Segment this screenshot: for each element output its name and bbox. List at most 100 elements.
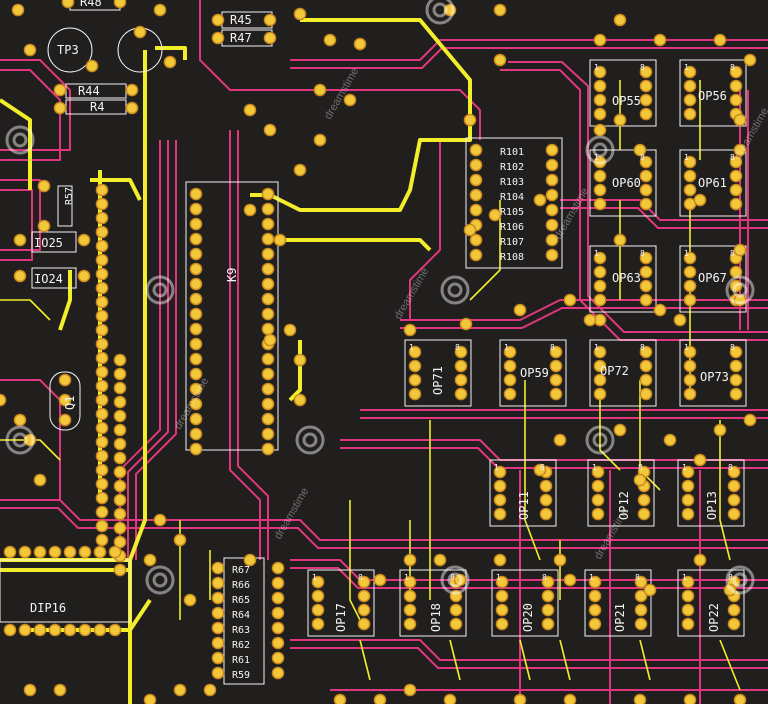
label-r61: R61 [232, 655, 250, 666]
solder-pad [681, 575, 695, 589]
ic-outline [489, 459, 557, 527]
solder-pad [95, 323, 109, 337]
solder-pad [449, 603, 463, 617]
solder-pad [729, 155, 743, 169]
solder-pad [408, 387, 422, 401]
watermark-logo-icon [5, 125, 35, 155]
solder-pad [37, 219, 51, 233]
watermark-ring-inner [447, 282, 463, 298]
solder-pad [639, 387, 653, 401]
watermark-ring [725, 565, 755, 595]
resistor-outline [57, 185, 73, 227]
label-r45: R45 [230, 13, 252, 27]
thin-trace [599, 400, 621, 471]
thin-trace [469, 200, 501, 301]
solder-pad [0, 393, 7, 407]
solder-pad [293, 353, 307, 367]
solder-pad [113, 0, 127, 9]
solder-pad [633, 473, 647, 487]
solder-pad [681, 589, 695, 603]
pin-number: 8 [730, 153, 735, 162]
solder-pad [727, 617, 741, 631]
magenta-trace [400, 299, 768, 321]
ic-outline [679, 59, 747, 127]
solder-pad [93, 623, 107, 637]
label-op22: OP22 [707, 603, 721, 632]
solder-pad [261, 217, 275, 231]
solder-pad [189, 367, 203, 381]
solder-pad [23, 433, 37, 447]
solder-pad [261, 412, 275, 426]
solder-pad [683, 373, 697, 387]
solder-pad [593, 373, 607, 387]
solder-pad [33, 623, 47, 637]
solder-pad [593, 265, 607, 279]
watermark-ring [440, 275, 470, 305]
watermark-ring-inner [302, 432, 318, 448]
solder-pad [593, 279, 607, 293]
solder-pad [495, 575, 509, 589]
pin-number: 1 [589, 573, 594, 582]
solder-pad [311, 603, 325, 617]
solder-pad [85, 59, 99, 73]
solder-pad [683, 265, 697, 279]
solder-pad [495, 617, 509, 631]
solder-pad [454, 373, 468, 387]
solder-pad [488, 208, 502, 222]
thin-trace [0, 439, 61, 461]
solder-pad [3, 545, 17, 559]
solder-pad [463, 113, 477, 127]
solder-pad [95, 267, 109, 281]
solder-pad [733, 693, 747, 704]
solder-pad [271, 621, 285, 635]
solder-pad [683, 65, 697, 79]
solder-pad [323, 33, 337, 47]
solder-pad [211, 651, 225, 665]
thin-trace [359, 639, 371, 681]
solder-pad [639, 169, 653, 183]
yellow-trace [90, 178, 142, 201]
solder-pad [189, 202, 203, 216]
solder-pad [729, 387, 743, 401]
solder-pad [18, 545, 32, 559]
solder-pad [639, 293, 653, 307]
solder-pad [549, 345, 563, 359]
solder-pad [588, 575, 602, 589]
solder-pad [211, 591, 225, 605]
watermark-ring [425, 0, 455, 25]
watermark-ring-inner [432, 2, 448, 18]
label-op67: OP67 [698, 271, 727, 285]
solder-pad [493, 507, 507, 521]
solder-pad [593, 169, 607, 183]
solder-pad [545, 188, 559, 202]
solder-pad [683, 279, 697, 293]
magenta-trace [409, 140, 441, 320]
solder-pad [243, 103, 257, 117]
solder-pad [729, 359, 743, 373]
solder-pad [469, 143, 483, 157]
yellow-trace [128, 50, 147, 704]
solder-pad [261, 397, 275, 411]
solder-pad [403, 323, 417, 337]
pin-number: 8 [635, 573, 640, 582]
solder-pad [77, 269, 91, 283]
watermark-ring-inner [12, 432, 28, 448]
watermark-ring-inner [152, 572, 168, 588]
solder-pad [727, 507, 741, 521]
ic-outline [679, 339, 747, 407]
solder-pad [211, 576, 225, 590]
ic-outline [589, 245, 657, 313]
solder-pad [637, 507, 651, 521]
solder-pad [493, 553, 507, 567]
solder-pad [653, 33, 667, 47]
solder-pad [639, 251, 653, 265]
solder-pad [113, 507, 127, 521]
solder-pad [113, 437, 127, 451]
solder-pad [493, 493, 507, 507]
solder-pad [189, 187, 203, 201]
solder-pad [293, 393, 307, 407]
solder-pad [743, 413, 757, 427]
solder-pad [593, 197, 607, 211]
solder-pad [693, 553, 707, 567]
